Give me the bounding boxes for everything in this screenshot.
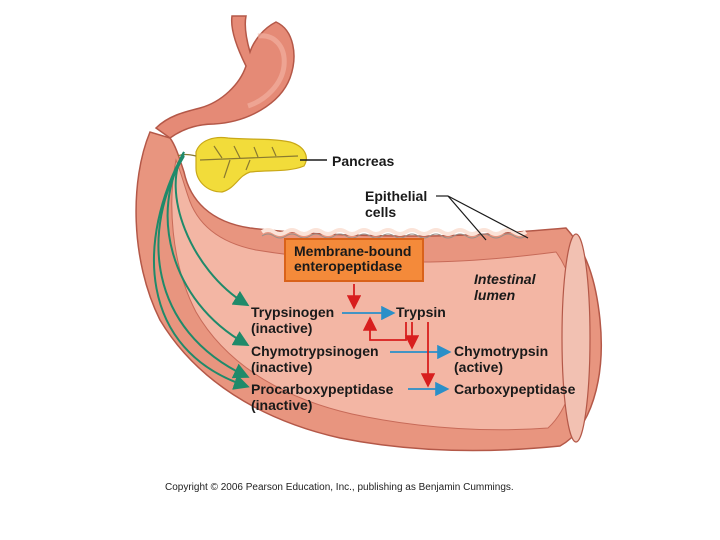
- enzyme-label-line2: enteropeptidase: [294, 258, 403, 274]
- chymotrypsin-state-label: (active): [454, 359, 504, 375]
- duct-secretion-arrows: [153, 151, 250, 390]
- activation-arrows: [346, 284, 436, 388]
- enzyme-label-line1: Membrane-bound: [294, 243, 412, 259]
- pancreas-label: Pancreas: [332, 153, 395, 169]
- procarboxypeptidase-label: Procarboxypeptidase: [251, 381, 394, 397]
- trypsin-label: Trypsin: [396, 304, 446, 320]
- copyright-notice: Copyright © 2006 Pearson Education, Inc.…: [165, 482, 514, 493]
- chymotrypsin-label: Chymotrypsin: [454, 343, 549, 359]
- enteropeptidase-box: Membrane-bound enteropeptidase: [284, 238, 424, 282]
- small-intestine: [135, 131, 602, 452]
- pancreas: [177, 136, 307, 193]
- trypsinogen-label: Trypsinogen: [251, 304, 335, 320]
- chymotrypsinogen-state-label: (inactive): [251, 359, 313, 375]
- epithelial-label-line1: Epithelial: [365, 188, 428, 204]
- epithelial-label-line2: cells: [365, 204, 397, 220]
- stomach: [154, 15, 295, 139]
- lumen-label-line2: lumen: [474, 287, 516, 303]
- procarboxypeptidase-state-label: (inactive): [251, 397, 313, 413]
- lumen-label-line1: Intestinal: [474, 271, 536, 287]
- trypsinogen-state-label: (inactive): [251, 320, 313, 336]
- chymotrypsinogen-label: Chymotrypsinogen: [251, 343, 379, 359]
- carboxypeptidase-label: Carboxypeptidase: [454, 381, 576, 397]
- epithelial-leader-lines: [436, 195, 529, 241]
- conversion-arrows: [342, 305, 452, 397]
